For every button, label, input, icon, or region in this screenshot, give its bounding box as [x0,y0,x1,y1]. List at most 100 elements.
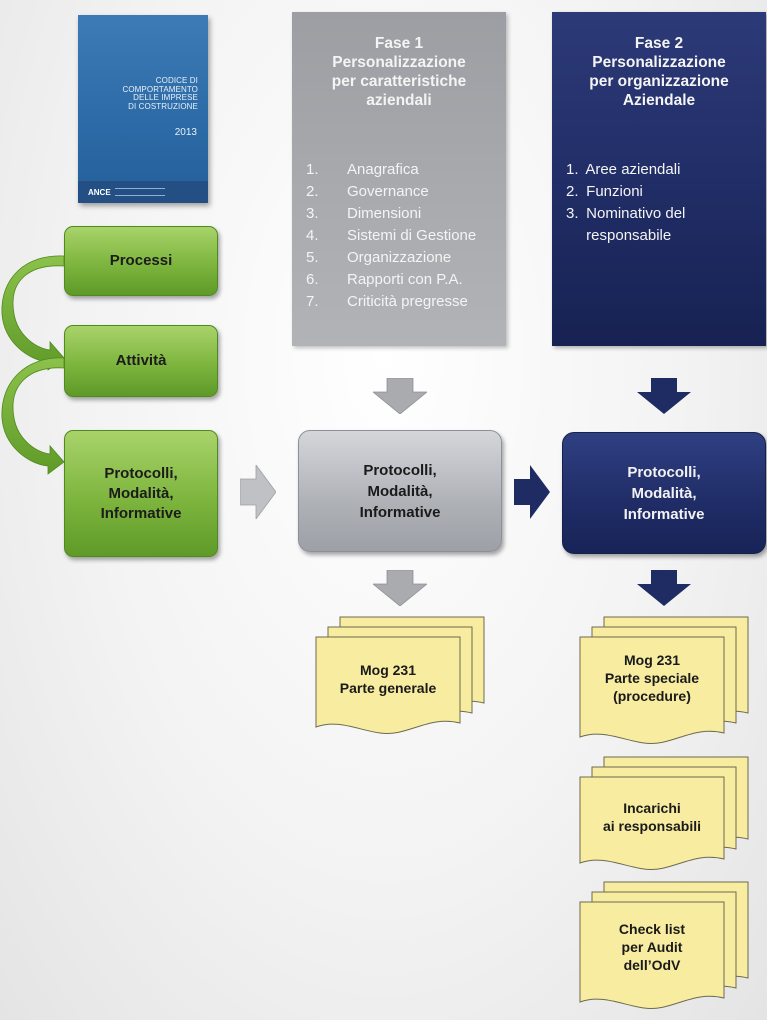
doc-line: Mog 231 [623,652,680,668]
list-number: 2. [306,183,319,200]
doc-line: Parte speciale [604,670,700,686]
doc-line: ai responsabili [602,818,702,834]
curved-arrows [1,255,65,475]
book-year: 2013 [174,127,197,138]
book-title: CODICE DI COMPORTAMENTO DELLE IMPRESE DI… [83,76,198,111]
list-item: responsabile [566,225,685,247]
list-label: Funzioni [586,183,643,200]
book-cover: CODICE DI COMPORTAMENTO DELLE IMPRESE DI… [78,15,208,203]
list-number: 7. [306,293,319,310]
phase1-panel: Fase 1 Personalizzazione per caratterist… [292,12,506,346]
down-arrow-icon [637,570,691,606]
down-arrow-icon [637,378,691,414]
doc-check-list: Check list per Audit dell’OdV [576,880,752,1016]
protocolli-line: Protocolli, [627,463,701,481]
phase2-title-line: Personalizzazione [592,54,726,71]
book-title-line: DI COSTRUZIONE [128,101,198,111]
phase2-protocolli-box: Protocolli, Modalità, Informative [562,432,766,554]
doc-line: Mog 231 [359,662,416,678]
book-footer: ANCE [78,181,208,203]
phase2-title: Fase 2 Personalizzazione per organizzazi… [552,34,766,110]
list-label: Rapporti con P.A. [347,271,463,288]
doc-line: Parte generale [339,680,437,696]
doc-text: Mog 231 Parte speciale (procedure) [580,651,724,705]
list-number: 3. [306,205,319,222]
phase1-title-line: per caratteristiche [331,73,467,90]
doc-line: dell’OdV [623,957,681,973]
doc-text: Incarichi ai responsabili [580,799,724,835]
document-stack-icon [315,616,485,734]
left-protocolli-line: Protocolli, [104,464,178,482]
curved-arrow-icon [1,357,65,475]
doc-text: Mog 231 Parte generale [316,661,460,697]
doc-line: per Audit [621,939,683,955]
list-item: 2. Governance [306,181,476,203]
list-item: 2. Funzioni [566,181,685,203]
document-stack-icon [579,881,749,1009]
down-arrow-icon [373,378,427,414]
phase2-title-line: Fase 2 [634,35,684,52]
protocolli-line: Informative [359,503,441,521]
list-label: Nominativo del [586,205,686,222]
protocolli-line: Protocolli, [363,461,437,479]
list-label: Organizzazione [347,249,452,266]
left-protocolli-box: Protocolli, Modalità, Informative [64,430,218,557]
list-label: Anagrafica [347,161,419,178]
book-title-line: COMPORTAMENTO [122,84,198,94]
list-number: 3. [566,205,579,222]
list-label: Sistemi di Gestione [347,227,477,244]
phase2-title-line: Aziendale [622,92,696,109]
protocolli-line: Modalità, [367,482,433,500]
list-item: 3. Dimensioni [306,203,476,225]
doc-line: Incarichi [623,800,681,816]
list-label: Criticità pregresse [347,293,468,310]
doc-text: Check list per Audit dell’OdV [580,920,724,974]
curved-arrow-icon [1,255,65,371]
list-label: Dimensioni [347,205,422,222]
document-stack-icon [579,756,749,870]
list-label: Aree aziendali [585,161,681,178]
right-arrow-icon [514,465,550,519]
processi-box: Processi [64,226,218,296]
list-item: 1. Anagrafica [306,159,476,181]
list-label: responsabile [586,227,672,244]
list-number: 6. [306,271,319,288]
list-item: 5. Organizzazione [306,247,476,269]
doc-parte-generale: Mog 231 Parte generale [312,615,488,740]
list-number: 1. [306,161,319,178]
list-item: 4. Sistemi di Gestione [306,225,476,247]
list-number: 2. [566,183,579,200]
list-item: 6. Rapporti con P.A. [306,269,476,291]
doc-line: Check list [618,921,686,937]
book-title-line: CODICE DI [155,76,198,85]
phase1-title-line: aziendali [366,92,432,109]
phase1-title-line: Personalizzazione [332,54,466,71]
phase1-protocolli-box: Protocolli, Modalità, Informative [298,430,502,552]
left-protocolli-line: Informative [100,504,182,522]
attivita-label: Attività [115,352,167,369]
list-item: 7. Criticità pregresse [306,291,476,313]
list-number: 1. [566,161,579,178]
document-stack-icon [579,616,749,744]
processi-label: Processi [109,252,173,269]
doc-incarichi: Incarichi ai responsabili [576,755,752,875]
protocolli-line: Informative [623,505,705,523]
doc-line: (procedure) [613,688,691,704]
left-protocolli-line: Modalità, [108,484,174,502]
phase1-title-line: Fase 1 [374,35,424,52]
doc-parte-speciale: Mog 231 Parte speciale (procedure) [576,615,752,750]
right-arrow-icon [240,465,276,519]
list-number: 5. [306,249,319,266]
phase1-list: 1. Anagrafica 2. Governance 3. Dimensioni 4… [306,159,476,313]
list-label: Governance [347,183,429,200]
ance-logo: ANCE [88,187,111,197]
phase2-panel: Fase 2 Personalizzazione per organizzazi… [552,12,766,346]
book-footer-rule [114,188,165,196]
book-title-line: DELLE IMPRESE [133,93,198,102]
phase1-title: Fase 1 Personalizzazione per caratterist… [292,34,506,110]
list-item: 1. Aree aziendali [566,159,685,181]
phase2-list: 1. Aree aziendali 2. Funzioni 3. Nominat… [566,159,685,247]
list-item: 3. Nominativo del [566,203,685,225]
list-number: 4. [306,227,319,244]
attivita-box: Attività [64,325,218,397]
